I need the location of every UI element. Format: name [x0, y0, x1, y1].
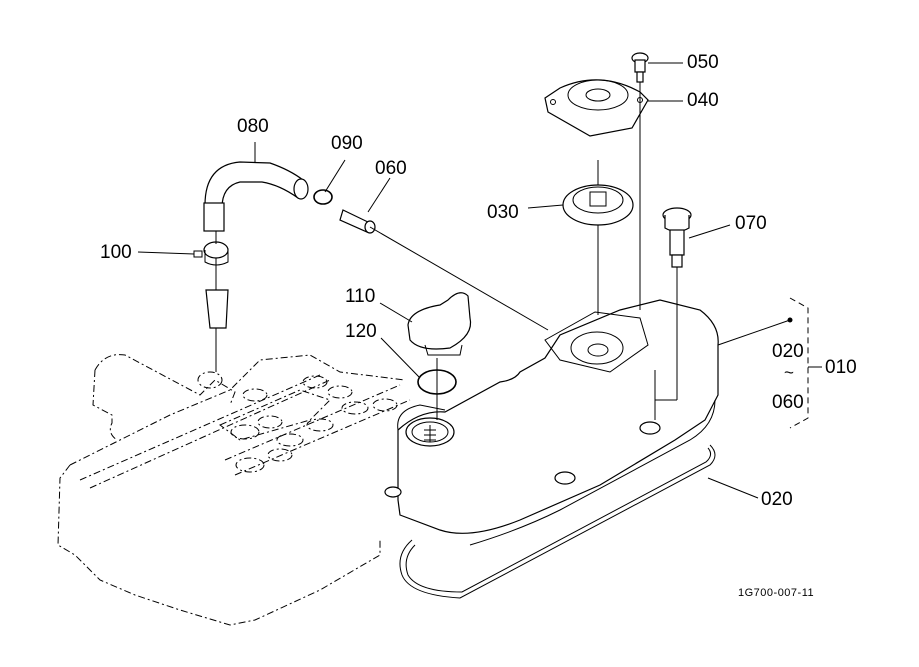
callout-090[interactable]: 090 — [331, 133, 363, 154]
callout-060[interactable]: 060 — [375, 158, 407, 179]
bolt-070-drawing — [662, 207, 692, 268]
engine-block-outline — [57, 354, 411, 626]
callout-070[interactable]: 070 — [735, 213, 767, 234]
head-cover-drawing — [384, 299, 719, 546]
callout-100[interactable]: 100 — [100, 242, 132, 263]
callout-050[interactable]: 050 — [687, 52, 719, 73]
callout-080[interactable]: 080 — [237, 116, 269, 137]
callout-010[interactable]: 010 — [825, 357, 857, 378]
callout-120[interactable]: 120 — [345, 321, 377, 342]
callout-110[interactable]: 110 — [345, 286, 376, 307]
pipe-060-drawing — [339, 209, 376, 234]
breather-hose-drawing — [203, 161, 309, 232]
leader-lines — [137, 62, 793, 499]
oil-cap-drawing — [407, 292, 472, 395]
callout-040[interactable]: 040 — [687, 90, 719, 111]
screw-050-drawing — [631, 52, 649, 83]
assembly-dot — [787, 317, 793, 323]
breather-cover-drawing — [544, 79, 649, 137]
clamp-100-drawing — [193, 241, 229, 266]
callout-020[interactable]: 020 — [761, 489, 793, 510]
assembly-range-from: 020 — [772, 341, 804, 362]
gasket-020-drawing — [399, 444, 716, 599]
assembly-lines — [215, 82, 678, 420]
clamp-090-drawing — [313, 189, 333, 205]
figure-code: 1G700-007-11 — [738, 587, 815, 599]
nipple-drawing — [205, 289, 229, 329]
assembly-bracket — [789, 297, 822, 429]
assembly-range-separator: ~ — [784, 363, 794, 382]
breather-element-drawing — [562, 184, 634, 226]
callout-030[interactable]: 030 — [487, 202, 519, 223]
assembly-range-to: 060 — [772, 392, 804, 413]
